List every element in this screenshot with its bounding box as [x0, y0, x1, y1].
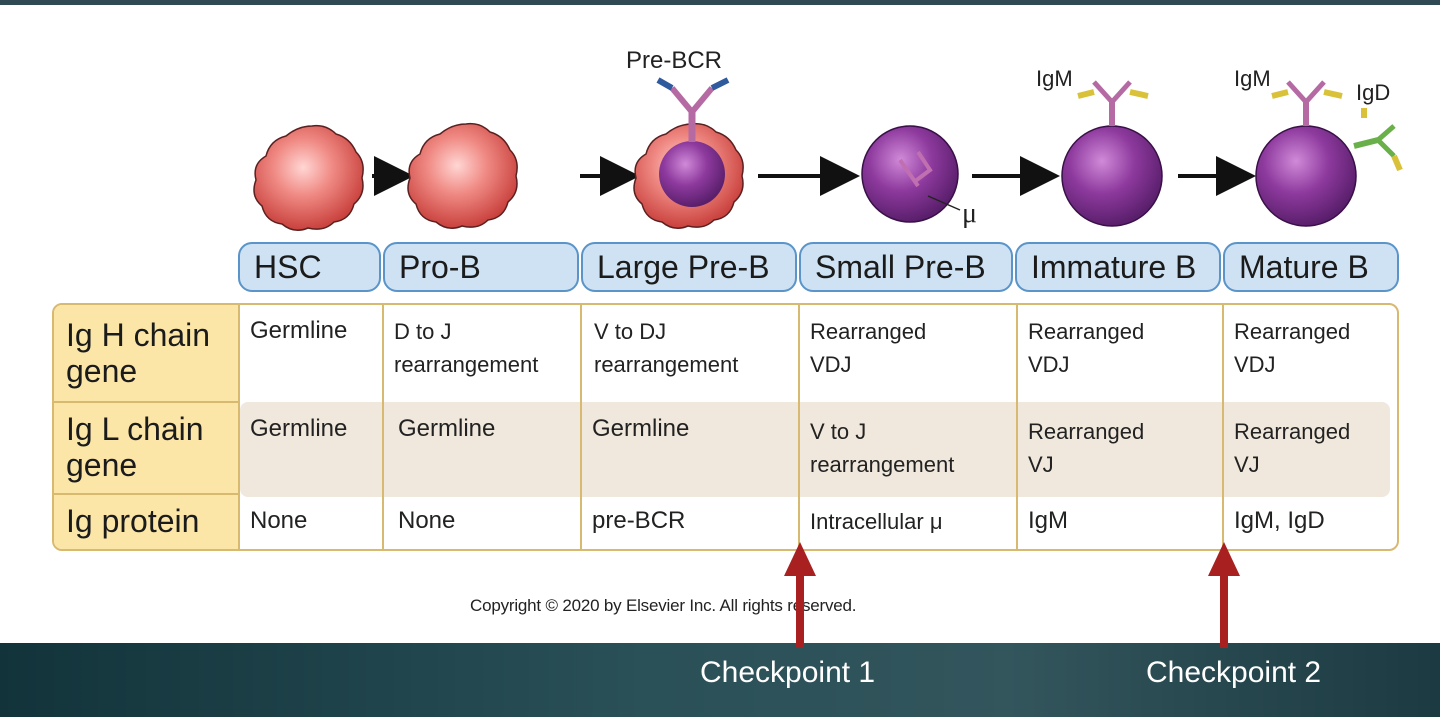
cell-h-small-pre-b: Rearranged VDJ	[810, 319, 927, 377]
igm-label-immature: IgM	[1036, 66, 1073, 91]
pre-bcr-label: Pre-BCR	[626, 47, 722, 74]
row-divider	[54, 493, 238, 495]
column-divider	[382, 305, 384, 549]
column-divider	[798, 305, 800, 549]
cell-p-mature-b: IgM, IgD	[1234, 507, 1325, 534]
copyright-notice: Copyright © 2020 by Elsevier Inc. All ri…	[470, 596, 857, 615]
top-border	[0, 0, 1440, 5]
cell-l-small-pre-b: V to J rearrangement	[810, 419, 955, 477]
checkpoint-1-arrow	[784, 542, 816, 648]
column-divider	[1016, 305, 1018, 549]
column-divider	[580, 305, 582, 549]
cell-p-immature-b: IgM	[1028, 507, 1069, 534]
pro-b-cell	[407, 122, 518, 229]
small-pre-b-cell	[861, 125, 961, 223]
cell-h-hsc: Germline	[250, 317, 348, 344]
stage-small-pre-b: Small Pre-B	[799, 242, 1013, 292]
column-divider	[1222, 305, 1224, 549]
cell-development-illustration: Pre-BCR IgM IgM IgD μ	[253, 47, 1403, 231]
igm-label-mature: IgM	[1234, 66, 1271, 91]
checkpoint-2-label: Checkpoint 2	[1146, 656, 1322, 689]
row-header-ig-protein: Ig protein	[66, 503, 200, 539]
cell-l-pro-b: Germline	[398, 415, 496, 442]
stage-hsc: HSC	[238, 242, 381, 292]
row-header-column	[54, 305, 240, 549]
row-header-l-chain: Ig L chain gene	[66, 411, 204, 483]
cell-l-immature-b: Rearranged VJ	[1028, 419, 1145, 477]
mature-b-cell	[1255, 80, 1403, 227]
stage-large-pre-b: Large Pre-B	[581, 242, 797, 292]
stage-pro-b: Pro-B	[383, 242, 579, 292]
cell-l-mature-b: Rearranged VJ	[1234, 419, 1351, 477]
hsc-cell	[253, 124, 364, 231]
immature-b-cell	[1061, 80, 1163, 227]
ig-gene-table: Ig H chain gene Ig L chain gene Ig prote…	[52, 303, 1399, 551]
igd-label-mature: IgD	[1356, 80, 1390, 105]
cell-h-pro-b: D to J rearrangement	[394, 319, 539, 377]
cell-p-hsc: None	[250, 507, 308, 534]
row-divider	[54, 401, 238, 403]
row-header-h-chain: Ig H chain gene	[66, 317, 211, 389]
cell-p-large-pre-b: pre-BCR	[592, 507, 686, 534]
stage-immature-b: Immature B	[1015, 242, 1221, 292]
checkpoint-2-arrow	[1208, 542, 1240, 648]
checkpoint-1-label: Checkpoint 1	[700, 656, 876, 689]
cell-p-small-pre-b: Intracellular μ	[810, 509, 943, 534]
cell-p-pro-b: None	[398, 507, 456, 534]
mu-label: μ	[962, 198, 977, 229]
footer-bar	[0, 643, 1440, 717]
l-chain-row-band	[240, 402, 1390, 497]
large-pre-b-cell	[633, 77, 744, 229]
cell-h-immature-b: Rearranged VDJ	[1028, 319, 1145, 377]
cell-h-large-pre-b: V to DJ rearrangement	[594, 319, 739, 377]
cell-h-mature-b: Rearranged VDJ	[1234, 319, 1351, 377]
cell-l-large-pre-b: Germline	[592, 415, 690, 442]
stage-mature-b: Mature B	[1223, 242, 1399, 292]
cell-l-hsc: Germline	[250, 415, 348, 442]
